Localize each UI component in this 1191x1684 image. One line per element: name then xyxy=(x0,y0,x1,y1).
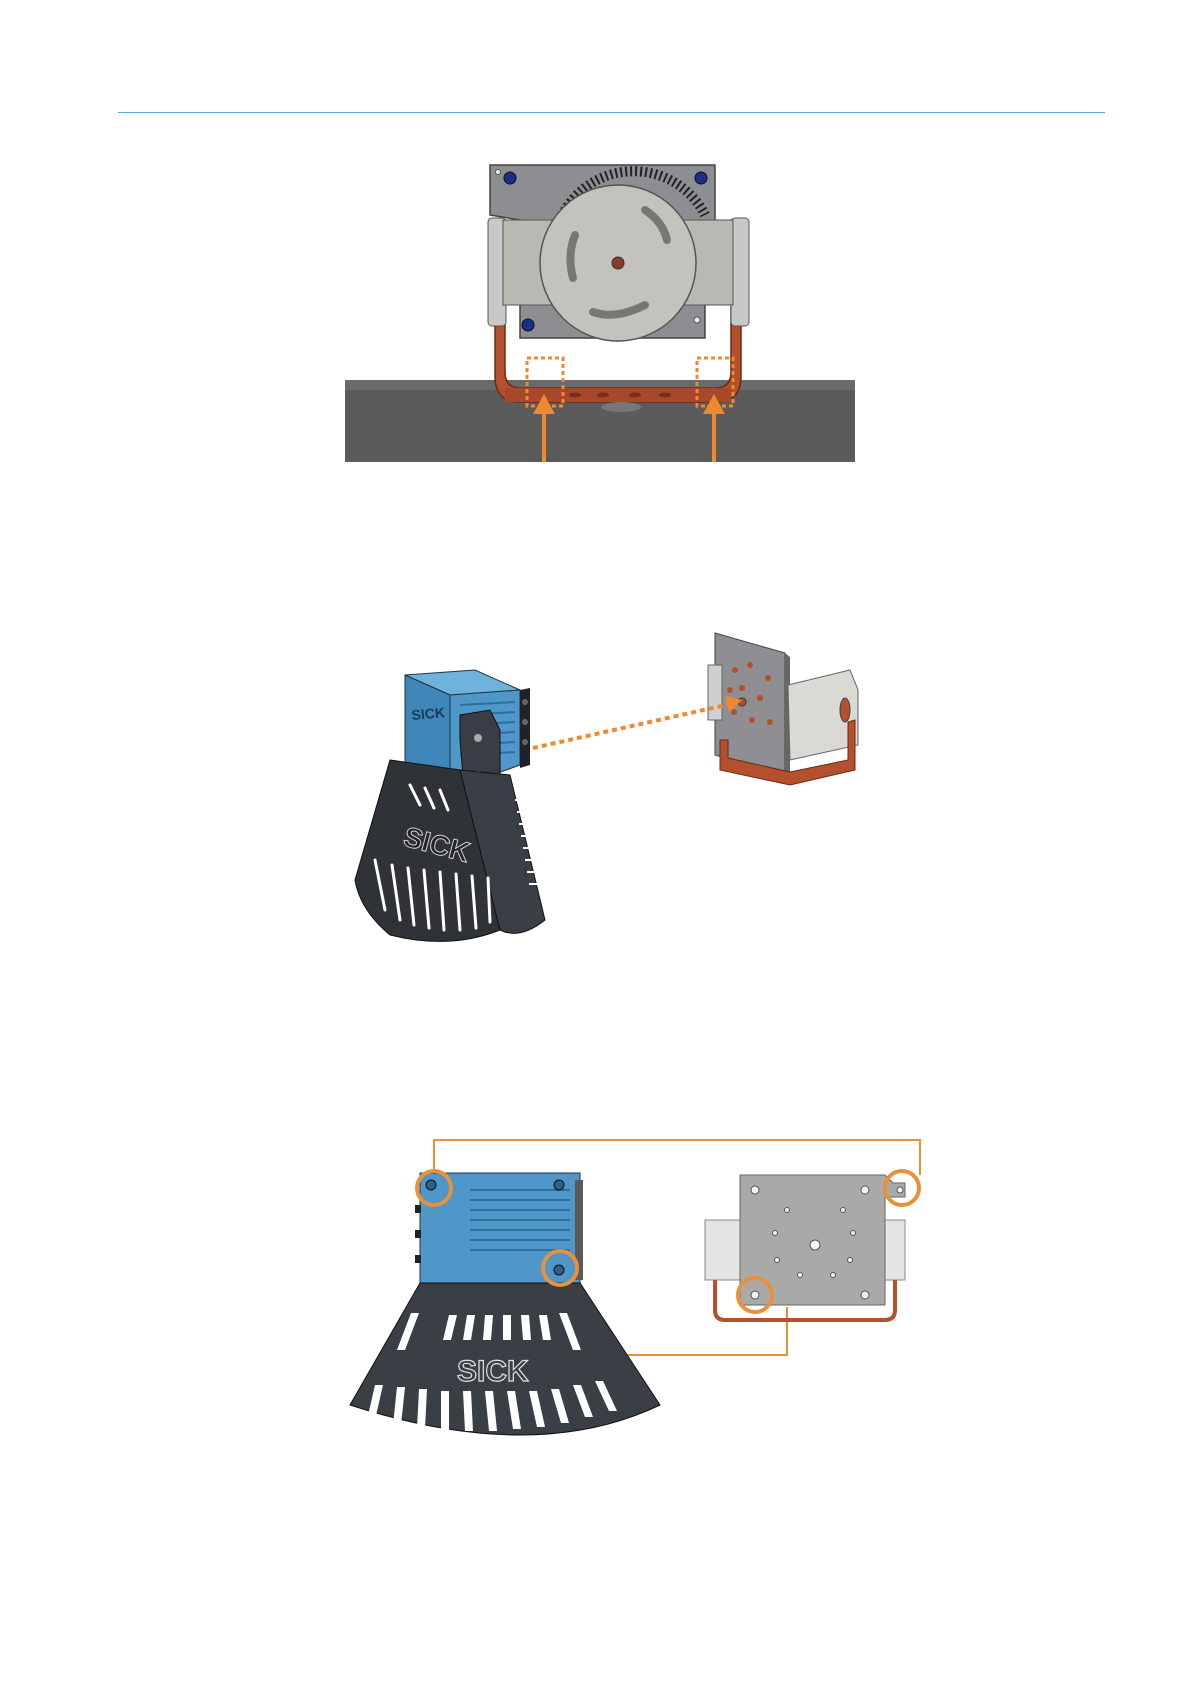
lidar-sensor-front xyxy=(415,1173,583,1283)
protective-cover-front: SICK xyxy=(350,1283,660,1435)
mounting-hole-alignment-drawing: SICK xyxy=(345,1135,945,1485)
mounting-hole-alignment-figure: SICK xyxy=(345,1135,945,1485)
assembly-arrow xyxy=(533,703,735,748)
bracket-front-view-figure xyxy=(345,160,855,462)
bracket-plate xyxy=(740,1175,905,1305)
screw xyxy=(695,172,707,184)
header-rule xyxy=(118,112,1105,113)
protective-cover: SICK xyxy=(355,760,548,941)
screw xyxy=(522,319,534,331)
bracket-front-view-drawing xyxy=(345,160,855,462)
screw xyxy=(504,172,516,184)
mounting-bracket-front xyxy=(705,1175,905,1320)
sensor-logo: SICK xyxy=(411,704,446,723)
sensor-to-bracket-drawing: SICK SICK xyxy=(350,630,870,1010)
sensor-to-bracket-figure: SICK SICK xyxy=(350,630,870,1010)
callout-line-top xyxy=(434,1140,920,1175)
cover-logo: SICK xyxy=(457,1355,529,1388)
right-pivot xyxy=(731,218,749,326)
